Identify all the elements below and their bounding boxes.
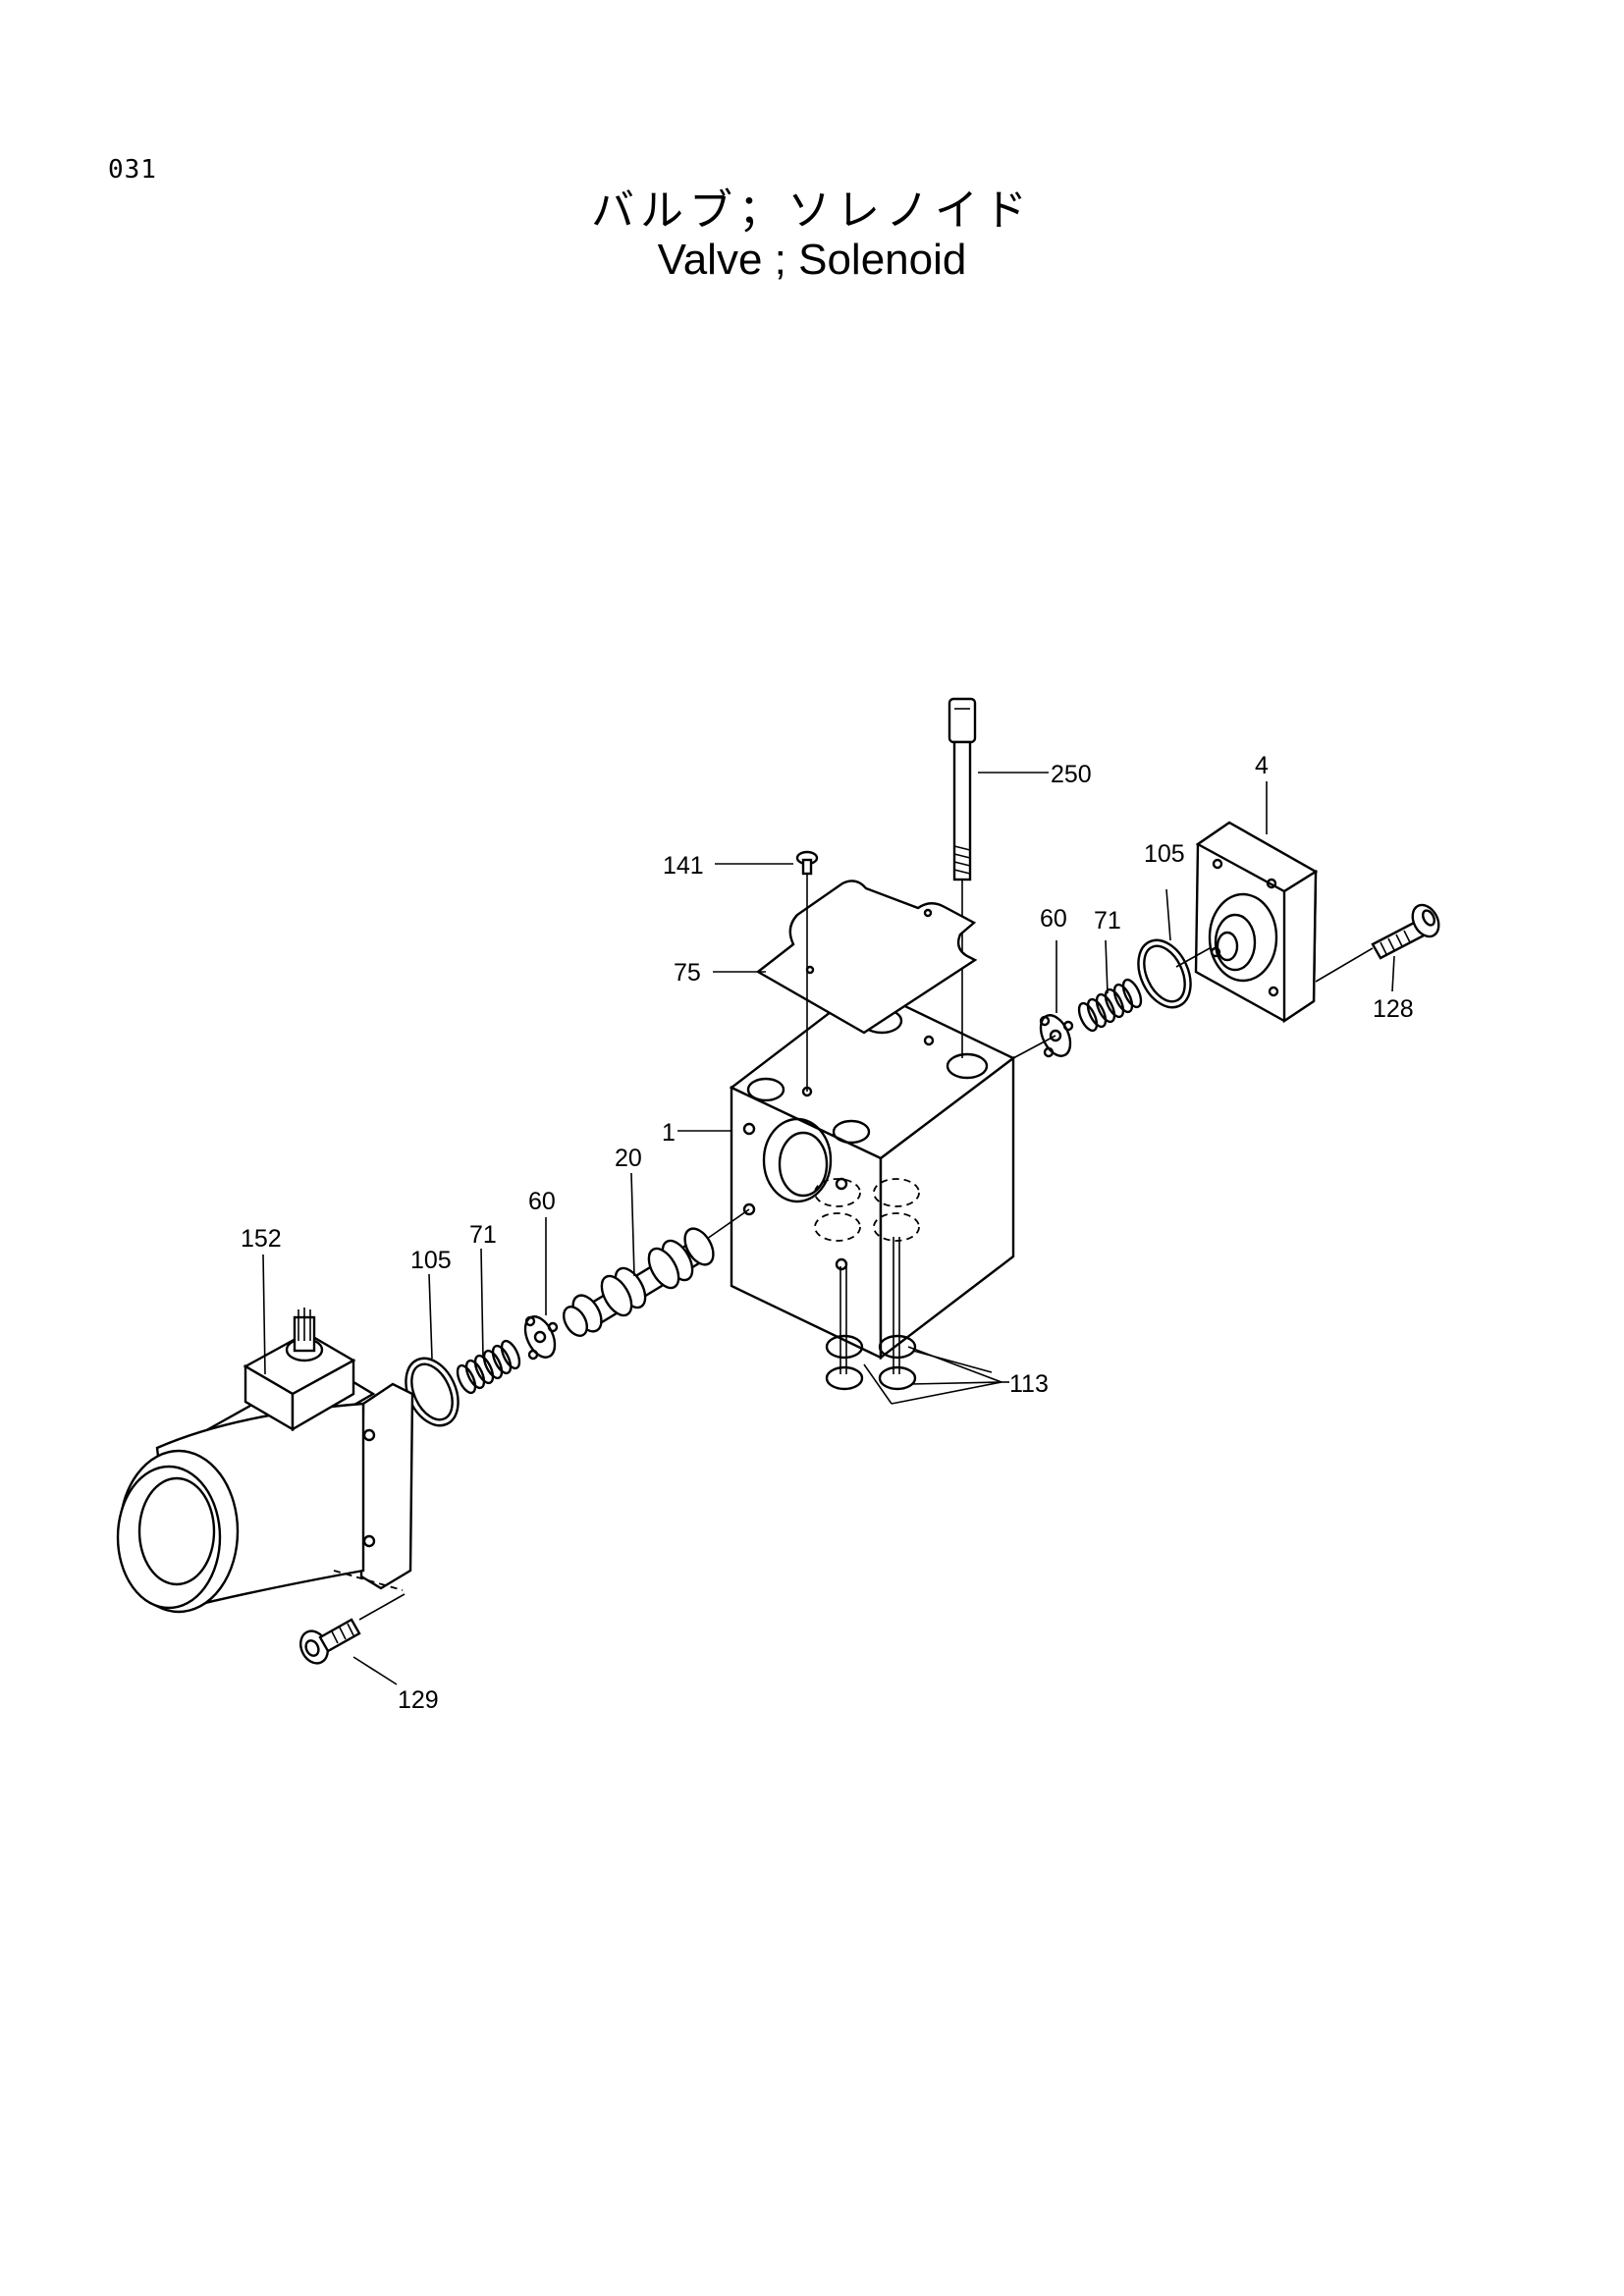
bolt-part <box>299 1593 406 1665</box>
o-ring-part <box>1137 938 1192 1009</box>
leader-lines <box>262 772 1395 1685</box>
screw-part <box>795 850 819 1092</box>
title-english: Valve ; Solenoid <box>657 236 967 284</box>
callout-141: 141 <box>663 852 704 880</box>
nameplate-part <box>755 880 978 1035</box>
bolt-part <box>1371 903 1440 960</box>
bolt-part <box>947 697 977 1058</box>
spring-part <box>1077 978 1143 1033</box>
callout-60-right: 60 <box>1040 905 1067 933</box>
solenoid-part <box>116 1308 414 1614</box>
callout-113: 113 <box>1009 1370 1049 1398</box>
callout-4: 4 <box>1255 752 1269 779</box>
callout-labels: 250 4 141 105 71 60 128 75 1 20 60 152 7… <box>241 752 1414 1714</box>
spring-part <box>456 1339 521 1395</box>
callout-129: 129 <box>398 1686 439 1714</box>
callout-71-left: 71 <box>469 1221 497 1249</box>
valve-body-part <box>729 985 1016 1361</box>
o-ring-set-part <box>825 1237 917 1391</box>
callout-60-left: 60 <box>528 1188 556 1215</box>
callout-1: 1 <box>662 1119 676 1147</box>
callout-105-right: 105 <box>1144 840 1185 868</box>
spool-part <box>563 1208 750 1337</box>
title-japanese: バルブ；ソレノイド <box>591 186 1033 236</box>
callout-250: 250 <box>1051 761 1092 788</box>
callout-128: 128 <box>1373 995 1414 1023</box>
callout-105-left: 105 <box>410 1247 452 1274</box>
callout-75: 75 <box>674 959 701 987</box>
cover-part <box>1194 821 1319 1024</box>
washer-part <box>523 1315 559 1361</box>
callout-20: 20 <box>615 1145 642 1172</box>
page-number: 031 <box>108 155 157 185</box>
callout-71-right: 71 <box>1094 907 1121 934</box>
callout-152: 152 <box>241 1225 282 1253</box>
